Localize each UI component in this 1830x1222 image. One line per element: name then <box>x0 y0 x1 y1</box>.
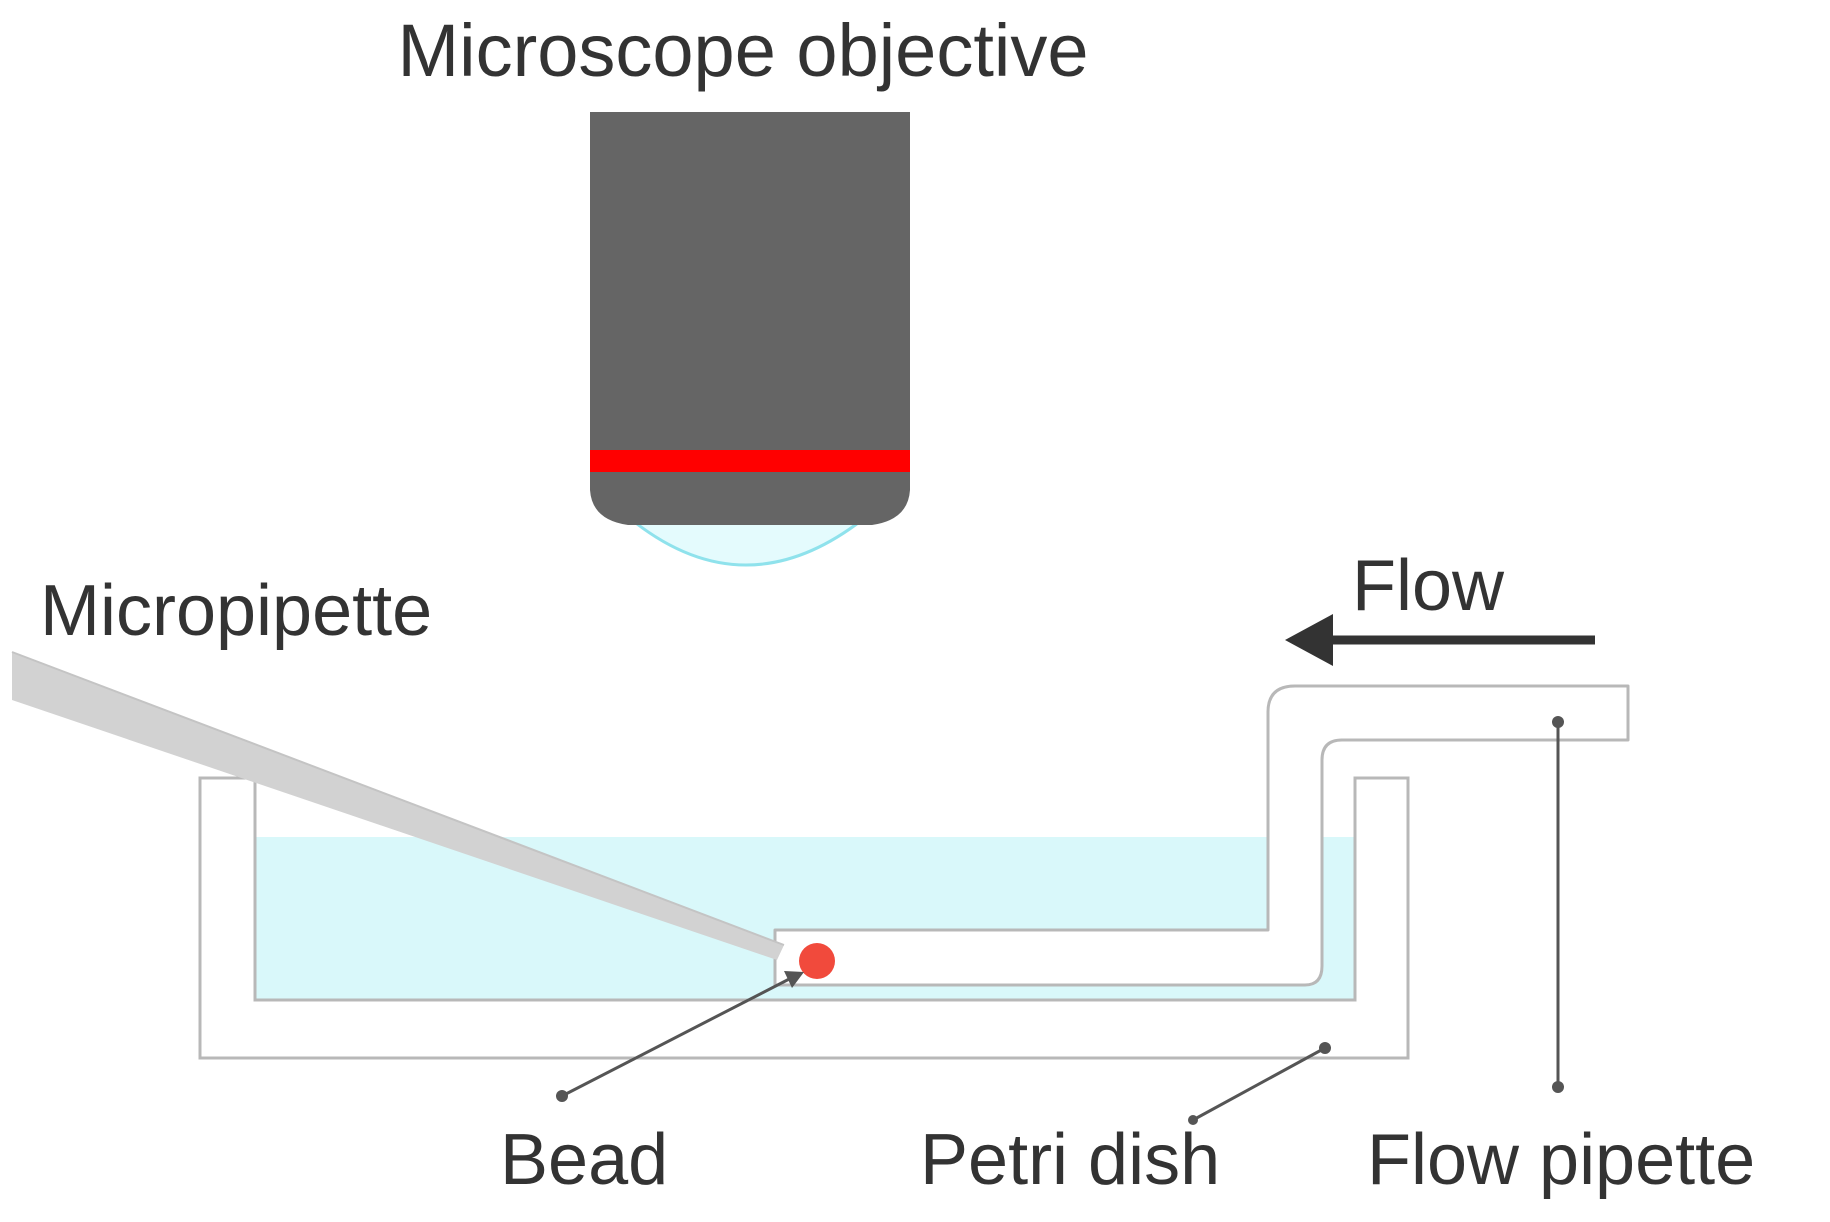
micropipette-label: Micropipette <box>40 571 432 651</box>
flow-label: Flow <box>1352 546 1505 626</box>
flow-pipette <box>773 684 1630 987</box>
objective-focus-ring <box>590 450 910 472</box>
bead-leader-arrow <box>784 971 804 988</box>
objective-label: Microscope objective <box>398 9 1089 92</box>
bead-label: Bead <box>500 1120 668 1200</box>
flow-pipette-label: Flow pipette <box>1367 1120 1755 1200</box>
leader-lines <box>556 716 1564 1125</box>
micropipette-edge <box>11 651 785 946</box>
flow-pipette-leader-dot-top <box>1552 716 1564 728</box>
bead <box>799 943 835 979</box>
objective-lens-edge <box>631 518 863 567</box>
bead-leader-dot <box>556 1090 568 1102</box>
petri-dish-leader-dot-end <box>1319 1042 1331 1054</box>
petri-dish-leader-dot-start <box>1188 1115 1198 1125</box>
petri-dish-leader-line <box>1192 1046 1326 1122</box>
flow-arrow <box>1285 614 1595 666</box>
petri-dish-label: Petri dish <box>920 1120 1220 1200</box>
flow-pipette-leader-dot-bottom <box>1552 1081 1564 1093</box>
micropipette <box>12 652 784 960</box>
objective-body <box>590 112 910 525</box>
microscope-objective <box>590 112 910 567</box>
bead-leader-line <box>561 973 798 1098</box>
flow-arrow-head <box>1285 614 1333 666</box>
petri-dish <box>198 776 1410 1060</box>
